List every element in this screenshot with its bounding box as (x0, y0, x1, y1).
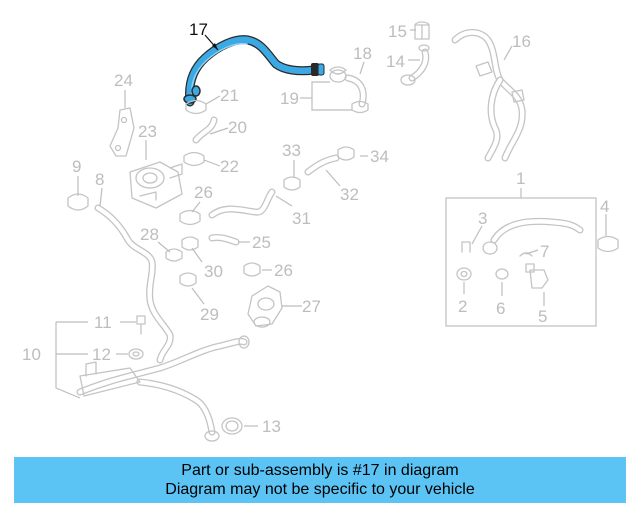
banner-line-1: Part or sub-assembly is #17 in diagram (181, 462, 459, 479)
part-26-clamp-b[interactable] (243, 262, 261, 277)
part-1-pipe[interactable] (482, 217, 584, 255)
part-17-hose[interactable] (183, 35, 325, 107)
part-21-clamp[interactable] (185, 99, 207, 115)
callout-20: 20 (228, 118, 247, 137)
callout-24: 24 (114, 71, 133, 90)
part-30-clamp[interactable] (181, 236, 199, 251)
callout-12: 12 (92, 345, 111, 364)
callout-13: 13 (262, 417, 281, 436)
part-19-clamps[interactable] (329, 66, 369, 114)
part-4-clamp[interactable] (597, 235, 619, 253)
part-29-clamp[interactable] (179, 272, 197, 287)
part-34-clamp[interactable] (337, 146, 355, 161)
part-8-hose[interactable] (94, 204, 174, 364)
callout-5: 5 (538, 307, 547, 326)
part-5-sensor[interactable] (525, 263, 549, 289)
part-13-oring[interactable] (221, 417, 243, 435)
part-26-clamp-a[interactable] (179, 209, 201, 226)
callout-18: 18 (353, 44, 372, 63)
part-24-bracket[interactable] (109, 107, 135, 157)
callout-14: 14 (386, 52, 405, 71)
callout-17: 17 (189, 20, 208, 39)
callout-labels: 17 15 14 16 18 19 21 20 22 24 23 9 8 26 … (22, 20, 609, 436)
part-3-clip[interactable] (461, 241, 471, 253)
callout-31: 31 (292, 209, 311, 228)
part-22-clamp[interactable] (183, 151, 205, 167)
part-12-gasket[interactable] (128, 348, 144, 360)
callout-7: 7 (540, 242, 549, 261)
part-6-oring[interactable] (495, 268, 509, 280)
part-33-clamp[interactable] (283, 176, 301, 191)
part-18-elbow[interactable] (329, 69, 367, 108)
part-16-hose[interactable] (451, 29, 526, 162)
part-32-hose[interactable] (304, 154, 340, 176)
callout-10: 10 (22, 345, 41, 364)
callout-11: 11 (94, 313, 112, 332)
callout-26-b: 26 (274, 261, 293, 280)
callout-22: 22 (220, 157, 239, 176)
callout-4: 4 (600, 197, 609, 216)
part-25-hose[interactable] (208, 234, 240, 246)
callout-33: 33 (282, 141, 301, 160)
part-27-housing[interactable] (247, 285, 283, 328)
callout-34: 34 (370, 147, 389, 166)
callout-30: 30 (204, 262, 223, 281)
part-20-elbow[interactable] (192, 116, 218, 144)
callout-27: 27 (302, 297, 321, 316)
part-31-pipe[interactable] (208, 188, 276, 219)
callout-26-a: 26 (194, 183, 213, 202)
part-11-bolt[interactable] (136, 315, 146, 335)
callout-15: 15 (388, 22, 407, 41)
callout-16: 16 (512, 32, 531, 51)
leader-lines (55, 29, 607, 427)
callout-21: 21 (220, 86, 239, 105)
callout-6: 6 (496, 299, 505, 318)
callout-3: 3 (478, 209, 487, 228)
callout-2: 2 (458, 297, 467, 316)
assembly-1-box (445, 188, 597, 327)
callout-32: 32 (340, 185, 359, 204)
callout-29: 29 (200, 305, 219, 324)
banner-line-2: Diagram may not be specific to your vehi… (165, 481, 475, 498)
part-2-oring[interactable] (456, 267, 472, 281)
info-banner: Part or sub-assembly is #17 in diagram D… (14, 457, 626, 503)
callout-25: 25 (252, 233, 271, 252)
part-15-cap[interactable] (414, 21, 430, 40)
part-23-pump[interactable] (129, 161, 183, 209)
part-7-clip[interactable] (519, 252, 533, 257)
callout-23: 23 (138, 122, 157, 141)
part-9-clamp[interactable] (67, 193, 89, 211)
callout-8: 8 (95, 170, 104, 189)
callout-1: 1 (516, 169, 525, 188)
callout-9: 9 (72, 157, 81, 176)
part-10-pipe-assembly[interactable] (76, 335, 250, 442)
callout-19: 19 (280, 89, 299, 108)
part-28-clamp[interactable] (165, 248, 183, 262)
part-14-elbow[interactable] (400, 44, 430, 86)
callout-28: 28 (140, 225, 159, 244)
